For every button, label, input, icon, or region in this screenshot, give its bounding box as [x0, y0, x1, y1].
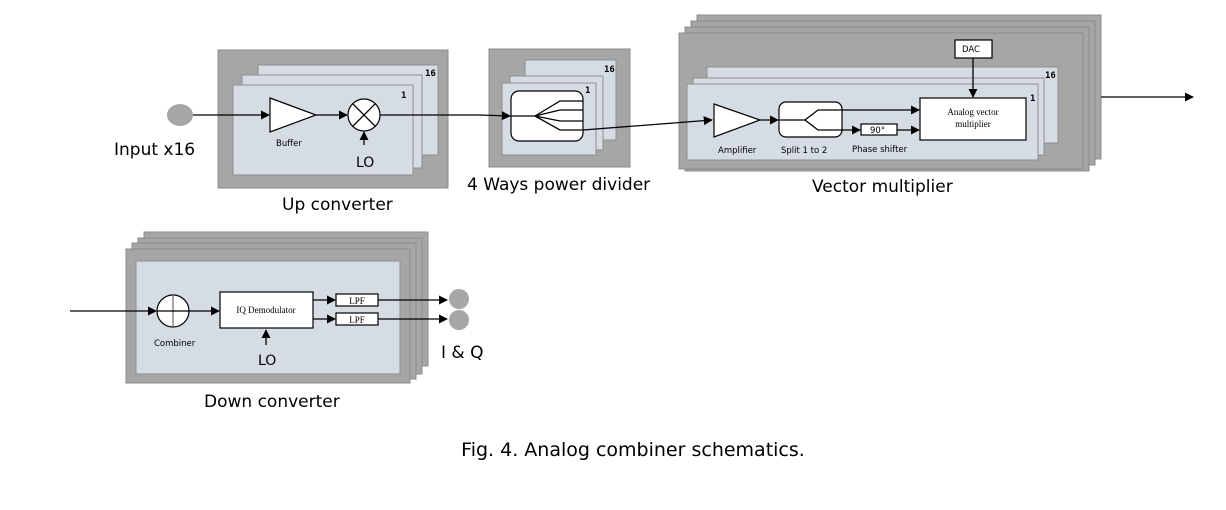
power-divider-index-1: 1	[585, 86, 590, 96]
iq-demodulator-box	[219, 291, 314, 329]
up-converter-title: Up converter	[282, 195, 393, 215]
power-divider-index-16: 16	[604, 65, 615, 75]
divider-to-amplifier-wire	[582, 116, 713, 131]
amplifier-icon	[713, 103, 762, 138]
down-lo-label: LO	[258, 353, 276, 369]
up-converter-index-1: 1	[401, 91, 406, 101]
up-converter-panel-1	[232, 84, 414, 176]
amplifier-label: Amplifier	[718, 146, 757, 156]
down-converter-title: Down converter	[204, 392, 340, 412]
buffer-amplifier-icon	[269, 97, 318, 133]
analog-vector-multiplier-box	[919, 97, 1027, 141]
lpf-q-label: LPF	[349, 315, 365, 325]
input-node-group: Input x16	[114, 104, 195, 160]
lpf-i-label: LPF	[349, 296, 365, 306]
up-lo-label: LO	[356, 155, 374, 171]
i-output-node	[449, 289, 469, 309]
power-divider-title: 4 Ways power divider	[467, 175, 650, 195]
vector-multiplier-title: Vector multiplier	[812, 177, 953, 197]
iq-demodulator-label: IQ Demodulator	[236, 305, 295, 315]
input-label: Input x16	[114, 140, 195, 160]
vector-multiplier-index-1: 1	[1030, 94, 1035, 104]
figure-caption: Fig. 4. Analog combiner schematics.	[461, 439, 805, 461]
down-converter-block: Combiner IQ Demodulator LO LPF LPF Down …	[125, 231, 429, 412]
vector-multiplier-index-16: 16	[1045, 71, 1056, 81]
avm-label-line2: multiplier	[955, 119, 991, 129]
up-converter-index-16: 16	[425, 69, 436, 79]
phase-shifter-label: Phase shifter	[852, 145, 908, 155]
split-label: Split 1 to 2	[781, 146, 827, 156]
buffer-label: Buffer	[276, 139, 302, 149]
up-converter-block: 16 1 Buffer LO Up converter	[217, 49, 449, 215]
vector-multiplier-block: 16 1 DAC Amplifier Split 1 to 2 90° Phas…	[678, 14, 1102, 197]
combiner-label: Combiner	[154, 339, 196, 349]
mixer-to-divider-wire	[380, 111, 511, 121]
iq-output-label: I & Q	[441, 343, 483, 363]
power-divider-block: 16 1 4 Ways power divider	[467, 48, 650, 195]
phase-shifter-value: 90°	[870, 126, 885, 136]
avm-label-line1: Analog vector	[947, 107, 998, 117]
input-port-node	[167, 104, 193, 126]
q-output-node	[449, 310, 469, 330]
dac-label: DAC	[962, 45, 980, 55]
